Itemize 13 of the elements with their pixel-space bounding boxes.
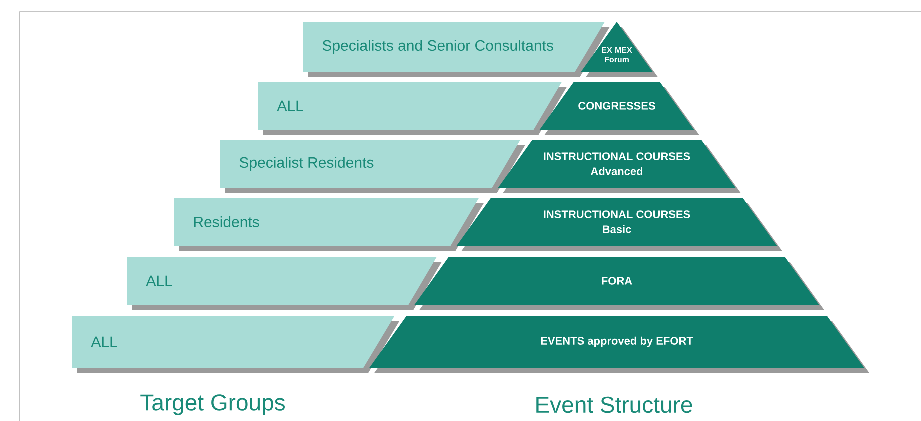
group-box: ALL: [72, 316, 400, 373]
pyramid-level: INSTRUCTIONAL COURSES Advanced: [498, 140, 741, 193]
group-box: Specialist Residents: [220, 140, 526, 193]
section-heading: Event Structure: [536, 396, 692, 414]
pyramid-level: EX MEX Forum: [581, 22, 658, 77]
pyramid-level: FORA: [414, 257, 824, 310]
pyramid-level: EVENTS approved by EFORT: [370, 316, 870, 373]
group-box: Residents: [174, 198, 484, 251]
group-box: ALL: [258, 82, 568, 135]
section-heading: Target Groups: [140, 394, 285, 416]
group-box: ALL: [127, 257, 442, 310]
pyramid-level: INSTRUCTIONAL COURSES Basic: [456, 198, 782, 251]
pyramid-level: CONGRESSES: [540, 82, 700, 135]
